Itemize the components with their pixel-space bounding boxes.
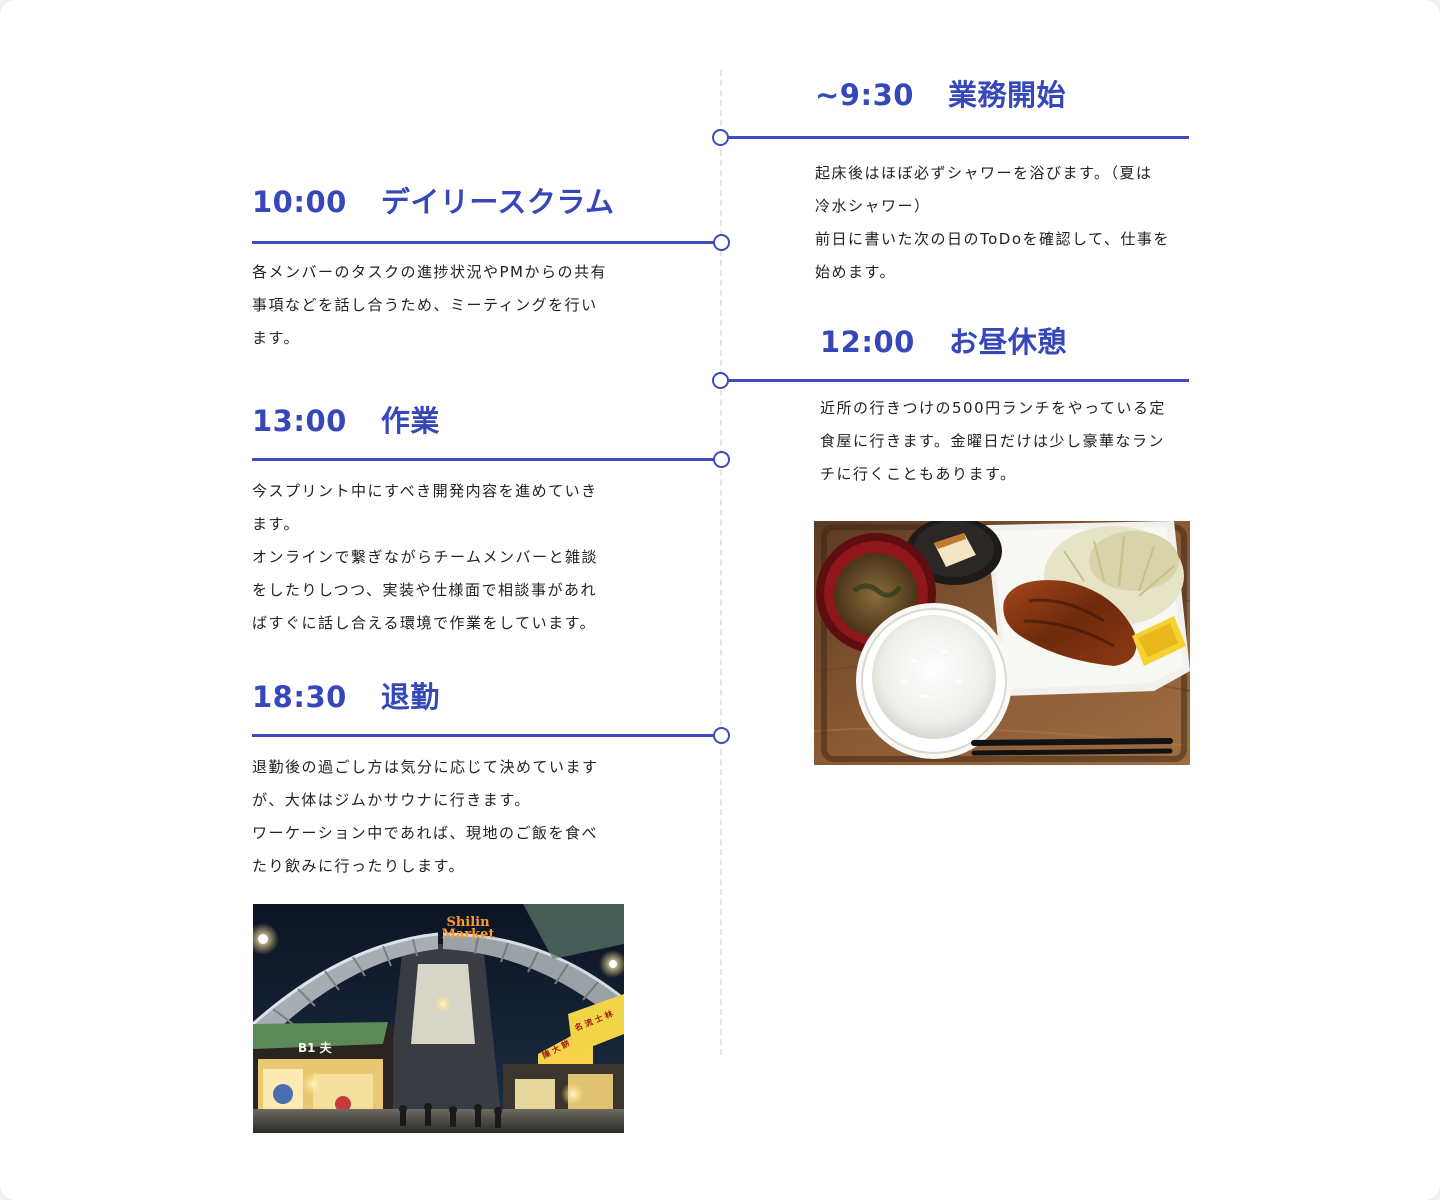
entry-title: 10:00 デイリースクラム bbox=[252, 179, 615, 221]
timeline-dot bbox=[712, 129, 729, 146]
timeline-dot bbox=[712, 372, 729, 389]
entry-line bbox=[252, 458, 716, 461]
market-sign-line1: Shilin bbox=[446, 915, 490, 930]
entry-line bbox=[252, 734, 716, 737]
entry-time: 13:00 bbox=[252, 404, 347, 438]
timeline-dot bbox=[713, 451, 730, 468]
entry-time: 10:00 bbox=[252, 185, 347, 219]
stall-sign: B1 夫 bbox=[298, 1040, 333, 1055]
entry-title: 13:00 作業 bbox=[252, 398, 440, 440]
entry-heading: デイリースクラム bbox=[380, 185, 615, 219]
entry-line bbox=[252, 241, 716, 244]
entry-heading: 退勤 bbox=[380, 680, 440, 714]
entry-heading: 作業 bbox=[380, 404, 440, 438]
entry-description: 今スプリント中にすべき開発内容を進めていき ます。 オンラインで繋ぎながらチーム… bbox=[252, 482, 599, 632]
entry-time: 12:00 bbox=[820, 325, 915, 359]
entry-description: 各メンバーのタスクの進捗状況やPMからの共有 事項などを話し合うため、ミーティン… bbox=[252, 263, 607, 347]
entry-line bbox=[728, 379, 1189, 382]
entry-heading: 業務開始 bbox=[947, 78, 1066, 112]
entry-title: 18:30 退勤 bbox=[252, 674, 440, 716]
entry-time: 18:30 bbox=[252, 680, 347, 714]
entry-title: ~9:30 業務開始 bbox=[815, 72, 1066, 114]
entry-time: ~9:30 bbox=[815, 78, 914, 112]
entry-line bbox=[728, 136, 1189, 139]
timeline-dot bbox=[713, 727, 730, 744]
lunch-set-illustration bbox=[814, 521, 1190, 765]
night-market-illustration: Shilin Market B1 夫 陳 大 餅 包 小 餅 名 流 士 林 bbox=[253, 904, 624, 1133]
entry-title: 12:00 お昼休憩 bbox=[820, 319, 1067, 361]
entry-heading: お昼休憩 bbox=[948, 325, 1067, 359]
timeline-axis bbox=[720, 70, 722, 1055]
market-sign-line2: Market bbox=[442, 927, 495, 942]
night-market-photo: Shilin Market B1 夫 陳 大 餅 包 小 餅 名 流 士 林 bbox=[253, 904, 624, 1133]
entry-description: 起床後はほぼ必ずシャワーを浴びます。（夏は 冷水シャワー） 前日に書いた次の日の… bbox=[815, 164, 1170, 281]
lunch-set-photo bbox=[814, 521, 1190, 765]
entry-description: 近所の行きつけの500円ランチをやっている定 食屋に行きます。金曜日だけは少し豪… bbox=[820, 399, 1166, 483]
timeline-dot bbox=[713, 234, 730, 251]
entry-description: 退勤後の過ごし方は気分に応じて決めています が、大体はジムかサウナに行きます。 … bbox=[252, 758, 599, 875]
